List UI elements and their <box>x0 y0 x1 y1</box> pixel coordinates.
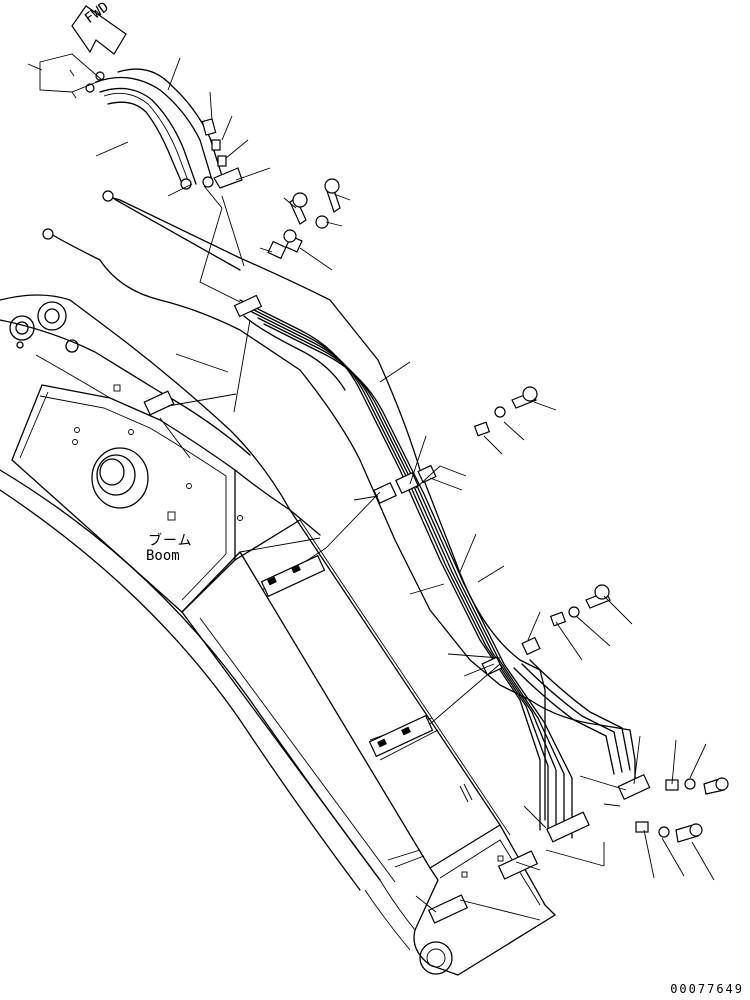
clamp-parts <box>143 178 729 924</box>
leader-lines <box>27 57 715 921</box>
boom-label-english: Boom <box>146 548 180 564</box>
forward-arrow-icon <box>71 5 127 55</box>
boom-structure <box>0 294 556 976</box>
hydraulic-pipe-bundle <box>42 190 636 839</box>
boom-label-japanese: ブーム <box>148 533 193 549</box>
hose-assembly <box>39 53 243 190</box>
drawing-number: 00077649 <box>670 982 744 996</box>
